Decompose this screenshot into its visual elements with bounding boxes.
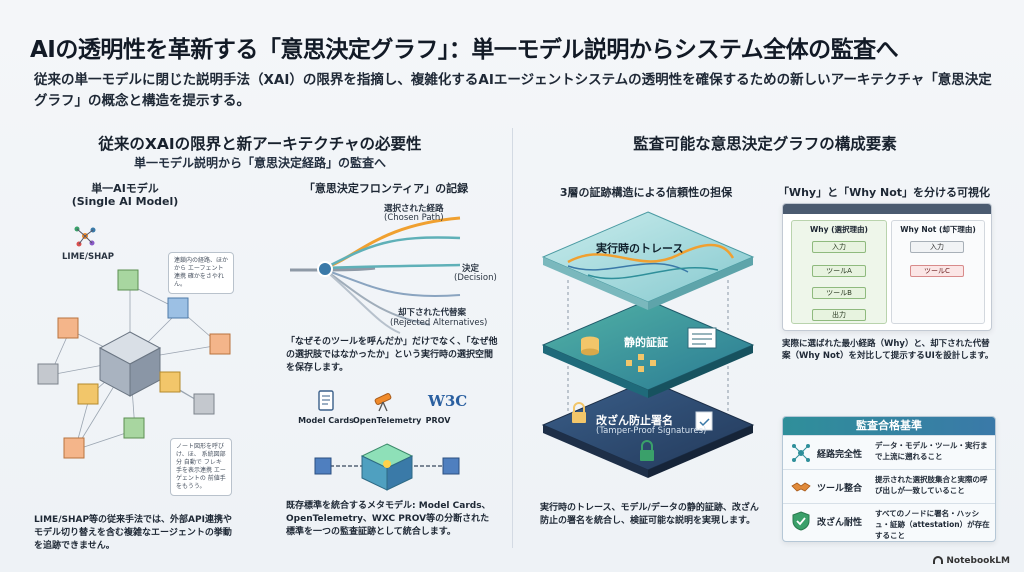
- whynot-header: Why Not (却下理由): [900, 225, 976, 234]
- lime-shap-label: LIME/SHAP: [62, 252, 114, 262]
- left-heading: 従来のXAIの限界と新アーキテクチャの必要性: [98, 135, 422, 153]
- speech-bubble-1: 連鎖内の経路、ほかから エーフェント連携 確かをさやれん。: [168, 252, 234, 294]
- frontier-caption: 「なぜそのツールを呼んだか」だけでなく、「なぜ他の選択肢ではなかったか」という実…: [286, 337, 498, 373]
- whynot-node-tool-c: ツールC: [910, 265, 964, 277]
- page-subtitle: 従来の単一モデルに閉じた説明手法（XAI）の限界を指摘し、複雑化するAIエージェ…: [34, 72, 992, 109]
- page-title: AIの透明性を革新する「意思決定グラフ」：単一モデル説明からシステム全体の監査へ: [30, 37, 899, 63]
- speech-bubble-2: ノート図形を呼びけ、ほ、 系統図部分 自動で フレキ手を表示連携 エーゲェントの…: [170, 438, 232, 496]
- telescope-icon: [374, 393, 392, 412]
- audit-criteria-table: 監査合格基準 経路完全性 データ・モデル・ツール・実行まで上流に遡れること ツー…: [782, 416, 996, 542]
- metamodel-cube-chain: [314, 443, 460, 491]
- document-icon: [318, 390, 334, 411]
- decision-label: 決定: [462, 264, 480, 274]
- why-node-tool-a: ツールA: [812, 265, 866, 277]
- frontier-title: 「意思決定フロンティア」の記録: [303, 182, 469, 195]
- single-ai-caption: LIME/SHAP等の従来手法では、外部API連携やモデル切り替えを含む複雑なエ…: [34, 515, 232, 551]
- left-subheading: 単一モデル説明から「意思決定経路」の監査へ: [133, 156, 386, 170]
- cube-network-illustration: [37, 269, 231, 459]
- why-node-output: 出力: [812, 309, 866, 321]
- notebooklm-brand: NotebookLM: [933, 556, 1010, 566]
- standard-model-cards: Model Cards: [298, 416, 354, 425]
- right-heading: 監査可能な意思決定グラフの構成要素: [633, 135, 897, 153]
- standard-opentelemetry: OpenTelemetry: [353, 416, 422, 425]
- audit-label-tool: ツール整合: [817, 484, 863, 494]
- section-divider: [512, 128, 513, 548]
- single-ai-title: 単一AIモデル: [91, 182, 159, 195]
- chosen-path-label-en: (Chosen Path): [384, 213, 444, 223]
- graph-nodes-icon: [792, 444, 810, 462]
- shield-check-icon: [792, 511, 810, 531]
- chosen-path-label: 選択された経路: [384, 204, 444, 214]
- w3c-logo: W3C: [428, 392, 468, 410]
- layer-static-evidence: 静的証証: [624, 336, 668, 349]
- audit-title: 監査合格基準: [783, 417, 995, 435]
- why-header: Why (選択理由): [810, 225, 868, 234]
- standards-caption: 既存標準を統合するメタモデル: Model Cards、OpenTelemetr…: [286, 501, 491, 537]
- why-column: Why (選択理由) 入力 ツールA ツールB 出力: [791, 220, 887, 324]
- rejected-label: 却下された代替案: [398, 308, 467, 318]
- rejected-label-en: (Rejected Alternatives): [390, 318, 488, 328]
- handshake-icon: [791, 482, 811, 492]
- why-node-input: 入力: [812, 241, 866, 253]
- layers-caption: 実行時のトレース、モデル/データの静的証跡、改ざん防止の署名を統合し、検証可能な…: [540, 503, 759, 526]
- audit-label-tamper: 改ざん耐性: [817, 518, 863, 528]
- layers-title: 3層の証跡構造による信頼性の担保: [559, 186, 733, 199]
- network-icon: [74, 226, 96, 247]
- whynot-node-input: 入力: [910, 241, 964, 253]
- layer-tamper-proof-en: (Tamper-Proof Signatures): [596, 426, 707, 436]
- brand-label: NotebookLM: [946, 556, 1010, 566]
- why-caption: 実際に選ばれた最小経路（Why）と、却下された代替案（Why Not）を対比して…: [782, 339, 994, 361]
- audit-row-tamper: 改ざん耐性 すべてのノードに署名・ハッシュ・証跡（attestation）が存在…: [783, 503, 995, 541]
- three-layer-stack: [541, 211, 755, 478]
- whynot-column: Why Not (却下理由) 入力 ツールC: [891, 220, 985, 324]
- decision-frontier-diagram: [289, 216, 461, 334]
- why-title: 「Why」と「Why Not」を分ける可視化: [777, 186, 991, 199]
- audit-desc-tool: 提示された選択肢集合と実際の呼び出しが一致していること: [875, 475, 988, 495]
- audit-row-path: 経路完全性 データ・モデル・ツール・実行まで上流に遡れること: [783, 435, 995, 469]
- decision-label-en: (Decision): [454, 273, 497, 283]
- audit-row-tool: ツール整合 提示された選択肢集合と実際の呼び出しが一致していること: [783, 469, 995, 503]
- audit-label-path: 経路完全性: [817, 450, 863, 460]
- standard-prov: PROV: [425, 416, 451, 425]
- why-whynot-panel: Why (選択理由) 入力 ツールA ツールB 出力 Why Not (却下理由…: [782, 203, 992, 331]
- panel-title-bar: [783, 204, 991, 214]
- notebooklm-logo-icon: [933, 556, 944, 564]
- audit-desc-tamper: すべてのノードに署名・ハッシュ・証跡（attestation）が存在すること: [875, 509, 990, 540]
- audit-desc-path: データ・モデル・ツール・実行まで上流に遡れること: [875, 441, 988, 461]
- layer-runtime-trace: 実行時のトレース: [596, 242, 684, 255]
- why-node-tool-b: ツールB: [812, 287, 866, 299]
- layer-tamper-proof: 改ざん防止署名: [596, 414, 673, 427]
- single-ai-title-en: (Single AI Model): [71, 195, 179, 208]
